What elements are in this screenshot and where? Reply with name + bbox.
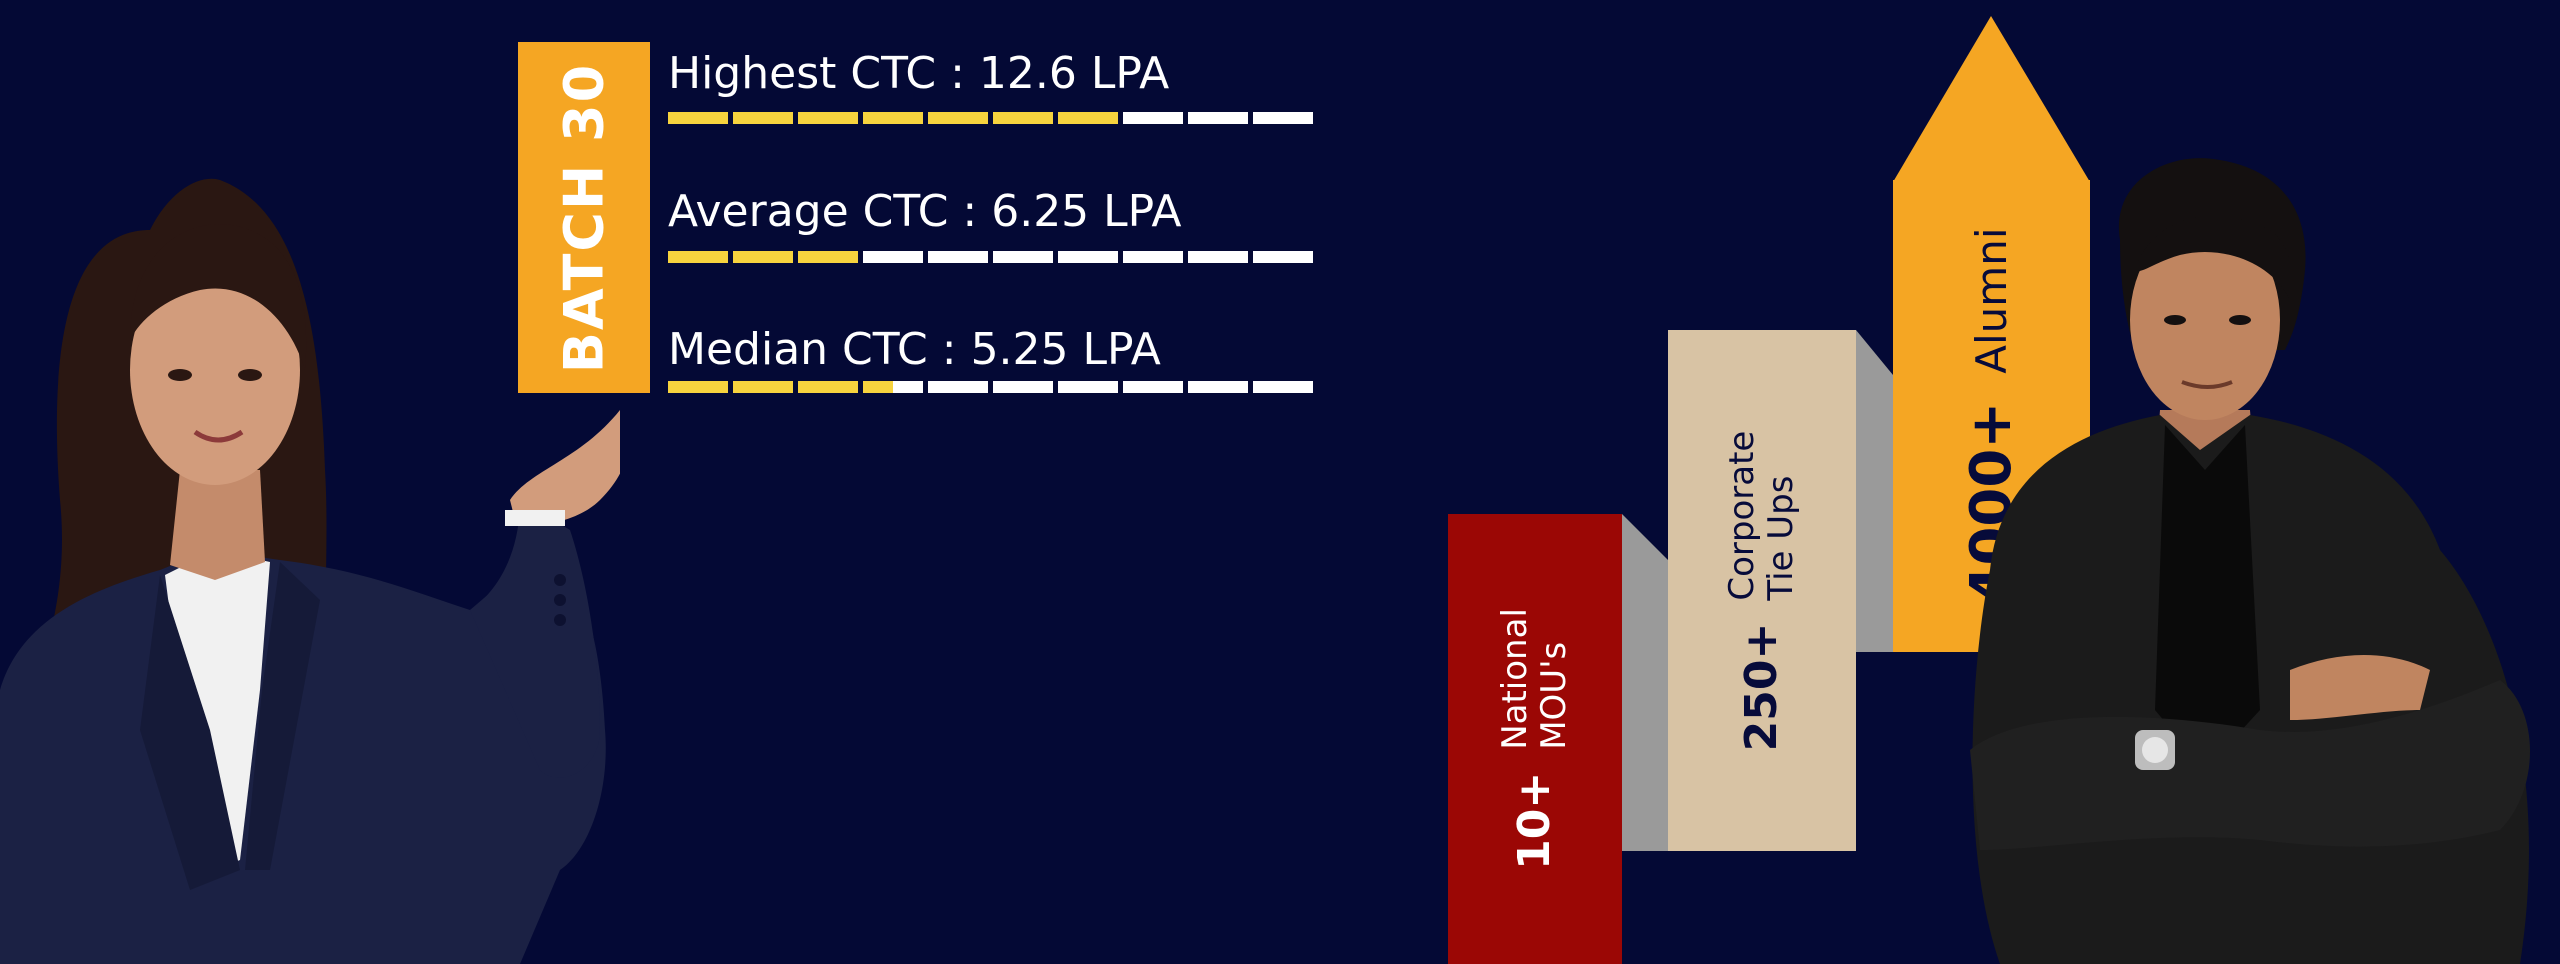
bar-segment — [733, 381, 793, 393]
bar-segment — [798, 251, 858, 263]
bar-segment — [928, 251, 988, 263]
bar-segment — [1188, 251, 1248, 263]
median-ctc-title: Median CTC : 5.25 LPA — [668, 324, 1161, 375]
bar-segment-fill — [668, 381, 728, 393]
average-ctc-title: Average CTC : 6.25 LPA — [668, 186, 1182, 237]
bar-segment-fill — [928, 112, 988, 124]
bar-segment-fill — [798, 112, 858, 124]
bar-segment — [863, 251, 923, 263]
bar-segment-fill — [668, 112, 728, 124]
national-mou-step: 10+ National MOU's — [1448, 514, 1622, 964]
bar-segment — [993, 251, 1053, 263]
bar-segment — [1188, 381, 1248, 393]
bar-segment — [1123, 251, 1183, 263]
bar-segment — [993, 112, 1053, 124]
bar-segment — [668, 381, 728, 393]
alumni-arrow-head — [1893, 16, 2090, 182]
bar-segment-fill — [993, 112, 1053, 124]
batch-badge: BATCH 30 — [518, 42, 650, 393]
highest-ctc-bar — [668, 112, 1313, 124]
mou-count: 10+ — [1509, 771, 1560, 870]
bar-segment-fill — [1058, 112, 1118, 124]
bar-segment — [1253, 112, 1313, 124]
bar-segment — [863, 381, 923, 393]
bar-segment — [798, 112, 858, 124]
bar-segment — [1058, 112, 1118, 124]
corporate-line2: Tie Ups — [1761, 475, 1801, 601]
bar-segment — [1123, 381, 1183, 393]
woman-presenter-image — [0, 178, 620, 964]
corporate-count: 250+ — [1736, 622, 1787, 751]
corporate-tieups-step: 250+ Corporate Tie Ups — [1668, 330, 1856, 851]
highest-ctc-title: Highest CTC : 12.6 LPA — [668, 48, 1170, 99]
corporate-line1: Corporate — [1721, 430, 1762, 601]
bar-segment — [1253, 381, 1313, 393]
mou-line2: MOU's — [1534, 641, 1574, 750]
bar-segment-fill — [863, 381, 893, 393]
bar-segment-fill — [733, 251, 793, 263]
average-ctc-bar — [668, 251, 1313, 263]
bar-segment — [993, 381, 1053, 393]
bar-segment — [668, 251, 728, 263]
bar-segment — [928, 112, 988, 124]
man-alumni-image — [1970, 158, 2530, 964]
bar-segment — [1058, 251, 1118, 263]
bar-segment-fill — [798, 381, 858, 393]
bar-segment-fill — [733, 381, 793, 393]
bar-segment — [1058, 381, 1118, 393]
bar-segment — [1253, 251, 1313, 263]
bar-segment-fill — [863, 112, 923, 124]
bar-segment-fill — [733, 112, 793, 124]
bar-segment-fill — [668, 251, 728, 263]
mou-line1: National — [1494, 608, 1535, 750]
bar-segment — [798, 381, 858, 393]
bar-segment — [733, 251, 793, 263]
median-ctc-bar — [668, 381, 1313, 393]
bar-segment — [928, 381, 988, 393]
bar-segment — [863, 112, 923, 124]
bar-segment-fill — [798, 251, 858, 263]
bar-segment — [668, 112, 728, 124]
bar-segment — [1123, 112, 1183, 124]
bar-segment — [733, 112, 793, 124]
bar-segment — [1188, 112, 1248, 124]
